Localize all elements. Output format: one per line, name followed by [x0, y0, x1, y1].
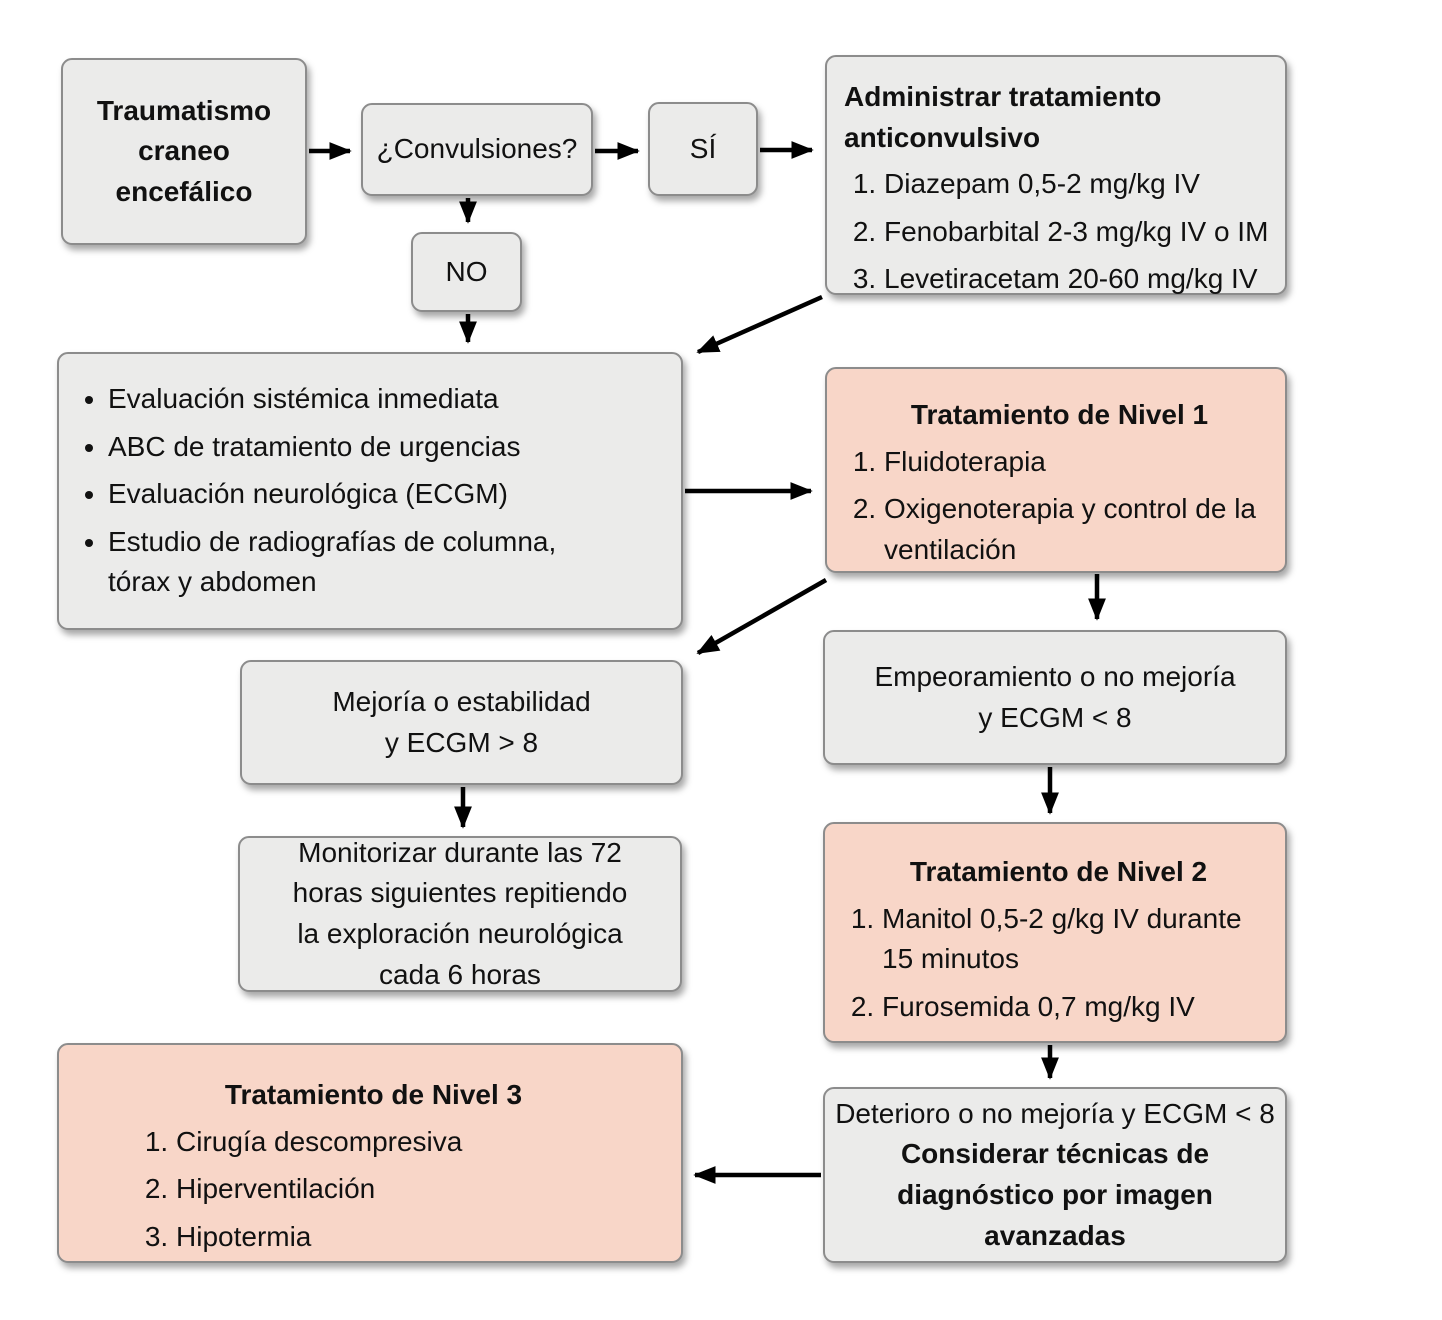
evaluacion-list: Evaluación sistémica inmediata ABC de tr… — [74, 379, 596, 603]
nivel2-list: Manitol 0,5-2 g/kg IV durante 15 minutos… — [842, 899, 1275, 1028]
node-monitorizar: Monitorizar durante las 72 horas siguien… — [238, 836, 682, 992]
node-deterioro-bold-line: Considerar técnicas de — [900, 1138, 1210, 1170]
list-item: Manitol 0,5-2 g/kg IV durante 15 minutos — [882, 899, 1275, 980]
node-monitorizar-line: cada 6 horas — [379, 958, 541, 990]
list-item: Furosemida 0,7 mg/kg IV — [882, 987, 1275, 1028]
list-item: Fluidoterapia — [884, 442, 1275, 483]
list-item: Levetiracetam 20-60 mg/kg IV — [884, 259, 1275, 300]
node-mejoria-line: Mejoría o estabilidad — [332, 685, 591, 717]
list-item: Evaluación sistémica inmediata — [108, 379, 596, 420]
node-evaluacion: Evaluación sistémica inmediata ABC de tr… — [57, 352, 683, 630]
node-convulsiones-label: ¿Convulsiones? — [376, 133, 578, 165]
list-item: Fenobarbital 2-3 mg/kg IV o IM — [884, 212, 1275, 253]
list-item: Estudio de radiografías de columna, tóra… — [108, 522, 596, 603]
node-nivel3: Tratamiento de Nivel 3 Cirugía descompre… — [57, 1043, 683, 1263]
node-empeoramiento-line: y ECGM < 8 — [978, 701, 1132, 733]
node-mejoria: Mejoría o estabilidad y ECGM > 8 — [240, 660, 683, 785]
nivel1-list: Fluidoterapia Oxigenoterapia y control d… — [844, 442, 1275, 571]
node-monitorizar-line: la exploración neurológica — [297, 918, 623, 949]
node-nivel2-title: Tratamiento de Nivel 2 — [909, 856, 1208, 887]
arrow-anticonvulsivo-evaluacion — [696, 294, 823, 355]
list-item: Evaluación neurológica (ECGM) — [108, 474, 596, 515]
node-deterioro: Deterioro o no mejoría y ECGM < 8 Consid… — [823, 1087, 1287, 1263]
node-nivel3-title: Tratamiento de Nivel 3 — [224, 1079, 523, 1110]
node-monitorizar-line: horas siguientes repitiendo — [292, 877, 628, 909]
node-anticonvulsivo-title: Administrar tratamiento anticonvulsivo — [844, 81, 1162, 153]
node-deterioro-line: Deterioro o no mejoría y ECGM < 8 — [835, 1097, 1275, 1129]
node-nivel1-title: Tratamiento de Nivel 1 — [910, 399, 1209, 430]
node-no: NO — [411, 232, 522, 312]
node-mejoria-line: y ECGM > 8 — [384, 726, 539, 758]
node-monitorizar-line: Monitorizar durante las 72 — [298, 836, 622, 868]
node-empeoramiento-line: Empeoramiento o no mejoría — [874, 660, 1236, 692]
nivel3-list: Cirugía descompresiva Hiperventilación H… — [76, 1122, 671, 1258]
arrow-nivel1-mejoria — [696, 578, 828, 655]
node-no-label: NO — [445, 255, 488, 287]
node-traumatismo: Traumatismo craneo encefálico — [61, 58, 307, 245]
list-item: Diazepam 0,5-2 mg/kg IV — [884, 164, 1275, 205]
node-traumatismo-label: Traumatismo craneo encefálico — [96, 94, 272, 207]
list-item: Cirugía descompresiva — [176, 1122, 671, 1163]
node-deterioro-bold-line: avanzadas — [984, 1219, 1126, 1251]
node-anticonvulsivo: Administrar tratamiento anticonvulsivo D… — [825, 55, 1287, 295]
node-empeoramiento: Empeoramiento o no mejoría y ECGM < 8 — [823, 630, 1287, 765]
list-item: ABC de tratamiento de urgencias — [108, 427, 596, 468]
list-item: Oxigenoterapia y control de la ventilaci… — [884, 489, 1275, 570]
node-si: SÍ — [648, 102, 758, 196]
anticonvulsivo-list: Diazepam 0,5-2 mg/kg IV Fenobarbital 2-3… — [844, 164, 1275, 300]
node-si-label: SÍ — [689, 132, 717, 164]
node-nivel1: Tratamiento de Nivel 1 Fluidoterapia Oxi… — [825, 367, 1287, 573]
list-item: Hiperventilación — [176, 1169, 671, 1210]
node-convulsiones: ¿Convulsiones? — [361, 103, 593, 196]
node-deterioro-bold-line: diagnóstico por imagen — [897, 1179, 1213, 1210]
node-nivel2: Tratamiento de Nivel 2 Manitol 0,5-2 g/k… — [823, 822, 1287, 1043]
list-item: Hipotermia — [176, 1217, 671, 1258]
